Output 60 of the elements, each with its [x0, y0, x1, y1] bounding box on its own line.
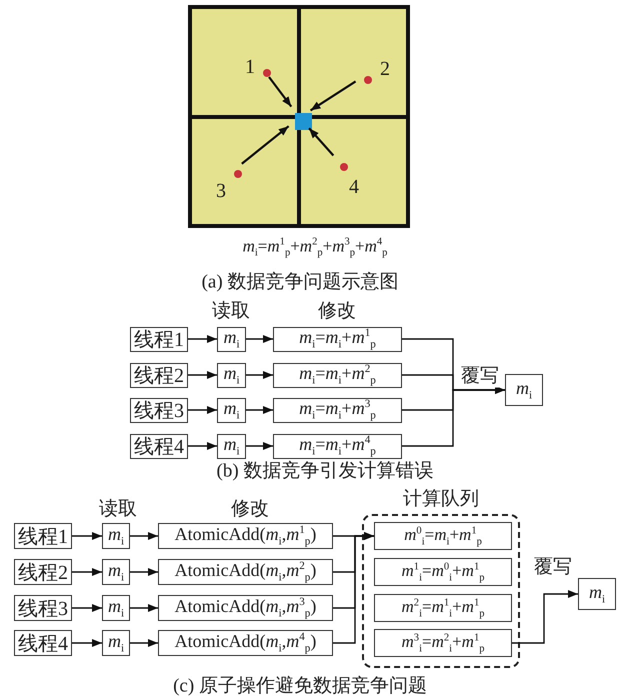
column-heading: 修改 — [318, 302, 356, 322]
thread-box: 线程2 — [130, 362, 188, 388]
result-box: m$_{i}$ — [505, 374, 543, 406]
operation-box: AtomicAdd(m$_{i}$,m$^{3}$$_{p}$) — [158, 595, 333, 621]
caption: (b) 数据竞争引发计算错误 — [216, 462, 434, 482]
operation-box: AtomicAdd(m$_{i}$,m$^{2}$$_{p}$) — [158, 559, 333, 585]
arrow — [333, 532, 374, 644]
arrow — [72, 639, 102, 647]
operation-box: AtomicAdd(m$_{i}$,m$^{4}$$_{p}$) — [158, 630, 333, 656]
square-marker — [295, 113, 312, 130]
arrow — [130, 532, 158, 540]
arrow — [246, 371, 273, 379]
read-value-box: m$_{i}$ — [217, 398, 246, 422]
column-heading: 读取 — [212, 302, 250, 322]
arrow — [188, 442, 217, 450]
thread-box: 线程3 — [130, 398, 188, 422]
caption: (c) 原子操作避免数据竞争问题 — [173, 676, 427, 698]
arrow — [402, 386, 505, 447]
arrow — [130, 639, 158, 647]
read-value-box: m$_{i}$ — [217, 434, 246, 458]
column-heading: 修改 — [231, 500, 269, 520]
edge-label: 覆写 — [461, 366, 499, 388]
read-value-box: m$_{i}$ — [102, 523, 130, 549]
arrow — [512, 590, 578, 644]
arrow — [246, 335, 273, 343]
arrow — [241, 125, 290, 165]
arrow — [246, 442, 273, 450]
arrow — [188, 335, 217, 343]
read-value-box: m$_{i}$ — [102, 595, 130, 621]
arrow — [130, 568, 158, 576]
thread-box: 线程4 — [14, 630, 72, 656]
thread-box: 线程4 — [130, 434, 188, 458]
arrow — [130, 604, 158, 612]
point-number: 3 — [216, 180, 226, 202]
point-number: 4 — [349, 176, 359, 198]
arrow — [72, 604, 102, 612]
read-value-box: m$_{i}$ — [217, 326, 246, 352]
point-number: 1 — [245, 56, 255, 78]
arrow — [268, 76, 292, 108]
read-value-box: m$_{i}$ — [217, 362, 246, 388]
thread-box: 线程2 — [14, 559, 72, 585]
arrow — [310, 80, 356, 112]
thread-box: 线程3 — [14, 595, 72, 621]
read-value-box: m$_{i}$ — [102, 559, 130, 585]
group-heading: 计算队列 — [403, 490, 479, 510]
result-box: m$_{i}$ — [578, 578, 616, 610]
read-value-box: m$_{i}$ — [102, 630, 130, 656]
arrow — [188, 406, 217, 414]
thread-box: 线程1 — [130, 326, 188, 352]
thread-box: 线程1 — [14, 523, 72, 549]
arrow — [308, 128, 334, 156]
column-heading: 读取 — [99, 500, 137, 520]
arrow — [188, 371, 217, 379]
arrow — [72, 532, 102, 540]
operation-box: AtomicAdd(m$_{i}$,m$^{1}$$_{p}$) — [158, 523, 333, 549]
grid-drawing — [188, 5, 410, 228]
arrow — [246, 406, 273, 414]
caption: (a) 数据竞争问题示意图 — [202, 272, 398, 294]
point-number: 2 — [380, 58, 390, 80]
arrow — [72, 568, 102, 576]
